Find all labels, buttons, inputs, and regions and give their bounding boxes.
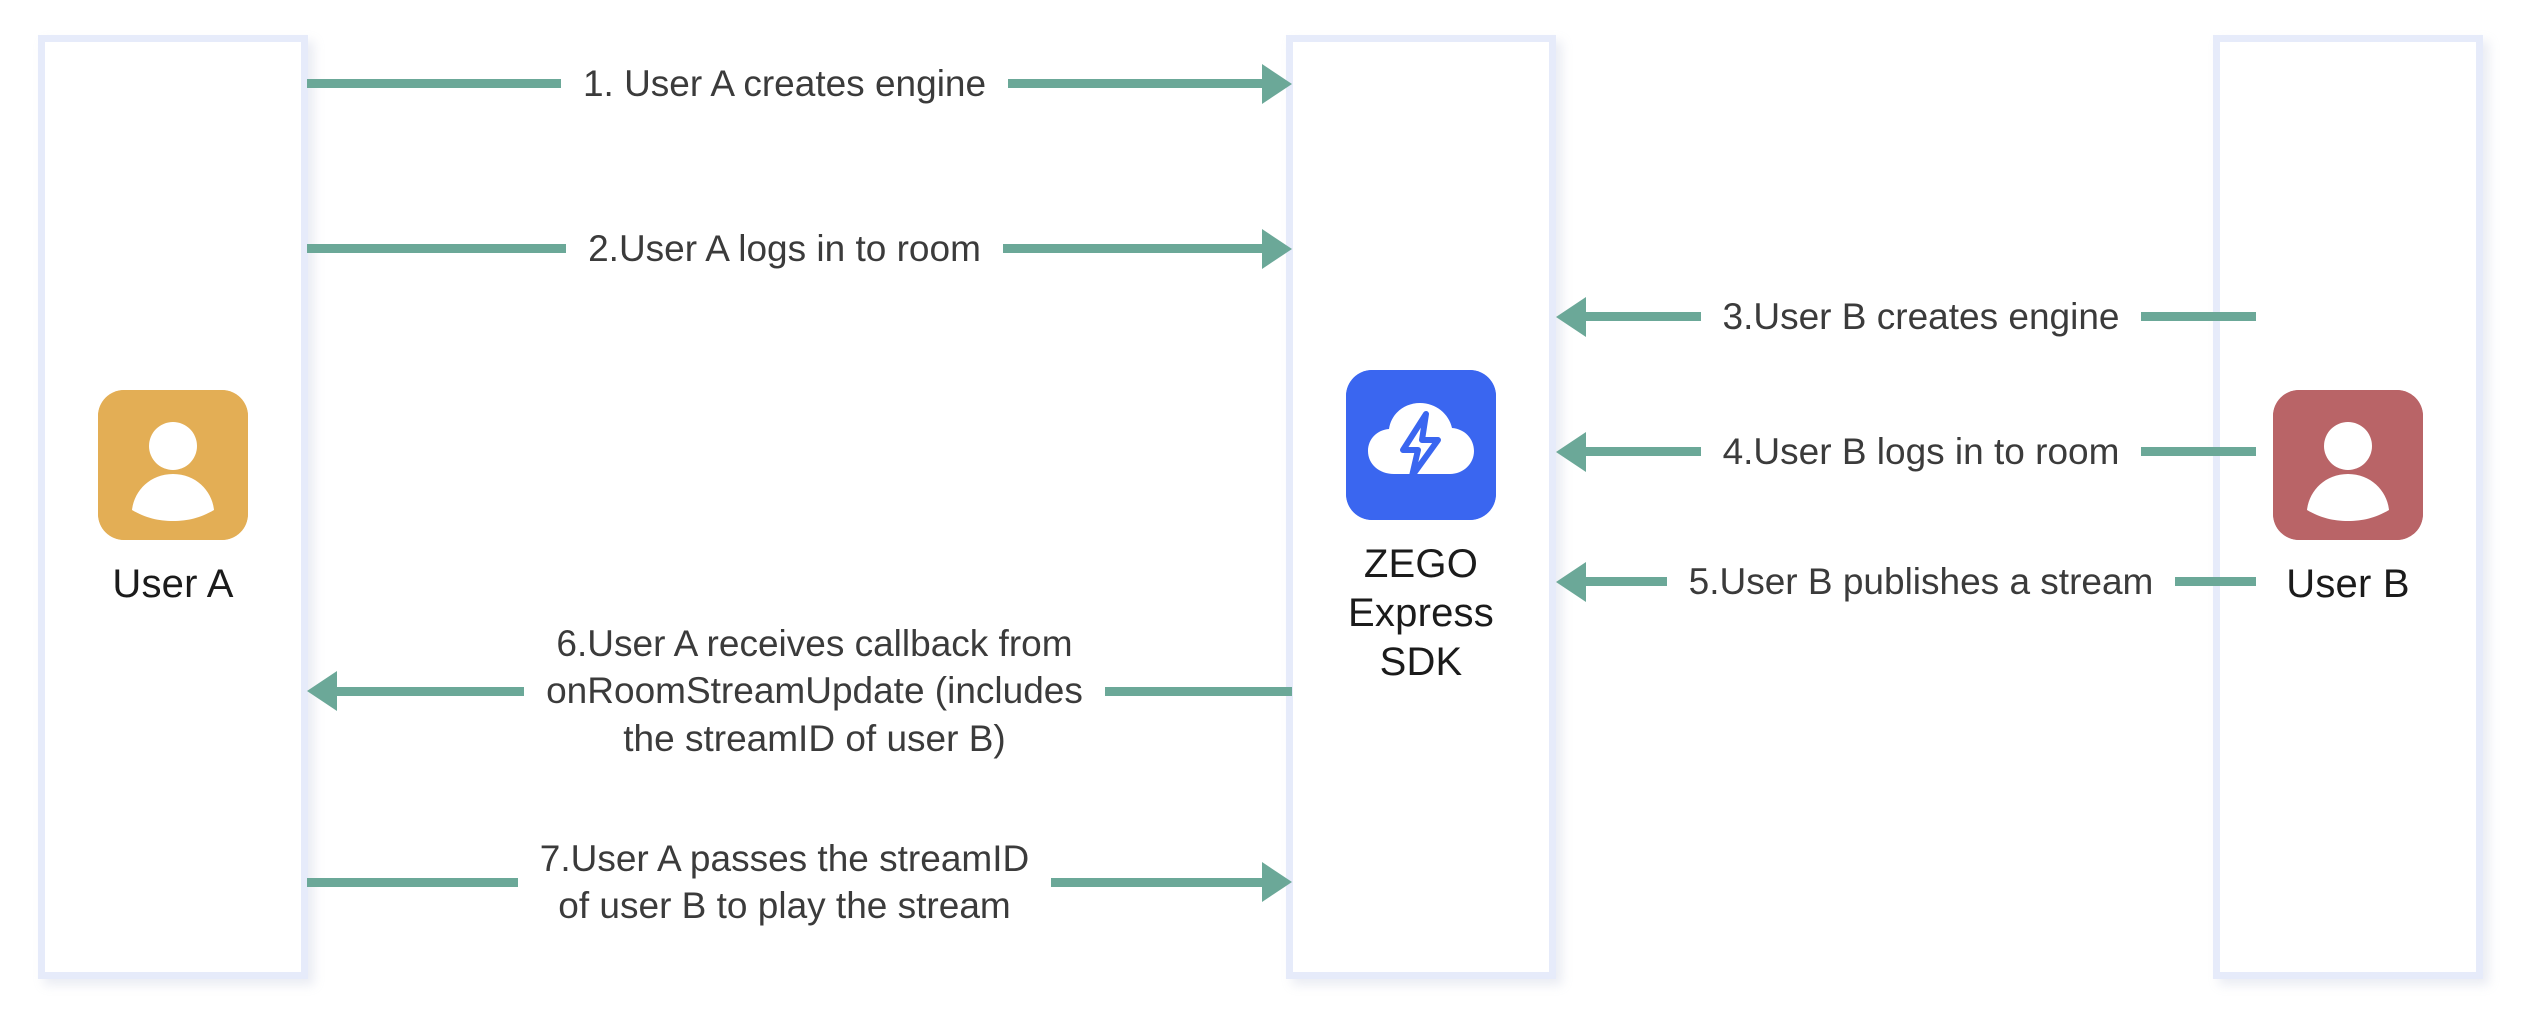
message-arrow-7: 7.User A passes the streamID of user B t…: [307, 835, 1292, 930]
message-label-4: 4.User B logs in to room: [1722, 431, 2120, 472]
message-label-3: 3.User B creates engine: [1722, 296, 2120, 337]
message-arrow-3: 3.User B creates engine: [1556, 293, 2256, 340]
arrow-line-segment: [307, 877, 518, 887]
arrowhead-right-icon: [1262, 862, 1292, 903]
message-label-5: 5.User B publishes a stream: [1688, 561, 2154, 602]
actor-zego-sdk: ZEGO Express SDK: [1286, 370, 1556, 686]
arrow-line-segment: [337, 686, 525, 696]
actor-label-zego-sdk: ZEGO Express SDK: [1348, 542, 1494, 684]
arrowhead-left-icon: [1556, 296, 1586, 337]
actor-user-a: User A: [38, 390, 308, 609]
arrow-line-segment: [1586, 312, 1701, 322]
arrow-line-segment: [1002, 244, 1262, 254]
arrow-line-segment: [1008, 79, 1263, 89]
arrowhead-right-icon: [1262, 63, 1293, 104]
message-arrow-2: 2.User A logs in to room: [307, 225, 1292, 272]
arrowhead-left-icon: [1556, 431, 1586, 472]
arrowhead-left-icon: [307, 671, 337, 712]
message-label-6: 6.User A receives callback from onRoomSt…: [546, 623, 1083, 759]
arrow-line-segment: [1586, 577, 1667, 587]
message-arrow-4: 4.User B logs in to room: [1556, 428, 2257, 475]
arrowhead-left-icon: [1556, 561, 1586, 602]
arrow-line-segment: [2175, 577, 2257, 587]
actor-label-user-b: User B: [2286, 562, 2410, 606]
message-arrow-6: 6.User A receives callback from onRoomSt…: [307, 620, 1292, 762]
message-arrow-5: 5.User B publishes a stream: [1556, 558, 2257, 605]
actor-user-b: User B: [2213, 390, 2483, 609]
actor-label-user-a: User A: [112, 562, 234, 606]
arrow-line-segment: [2141, 447, 2257, 457]
arrow-line-segment: [1104, 686, 1292, 696]
cloud-lightning-icon: [1346, 370, 1496, 520]
arrow-line-segment: [1586, 447, 1701, 457]
message-label-7: 7.User A passes the streamID of user B t…: [539, 838, 1030, 927]
arrowhead-right-icon: [1262, 228, 1292, 269]
message-label-2: 2.User A logs in to room: [588, 228, 981, 269]
person-icon: [2273, 390, 2423, 540]
arrow-line-segment: [2141, 312, 2256, 322]
arrow-line-segment: [307, 244, 567, 254]
arrow-line-segment: [307, 79, 561, 89]
message-label-1: 1. User A creates engine: [582, 63, 987, 104]
person-icon: [98, 390, 248, 540]
arrow-line-segment: [1051, 877, 1262, 887]
message-arrow-1: 1. User A creates engine: [307, 60, 1293, 107]
